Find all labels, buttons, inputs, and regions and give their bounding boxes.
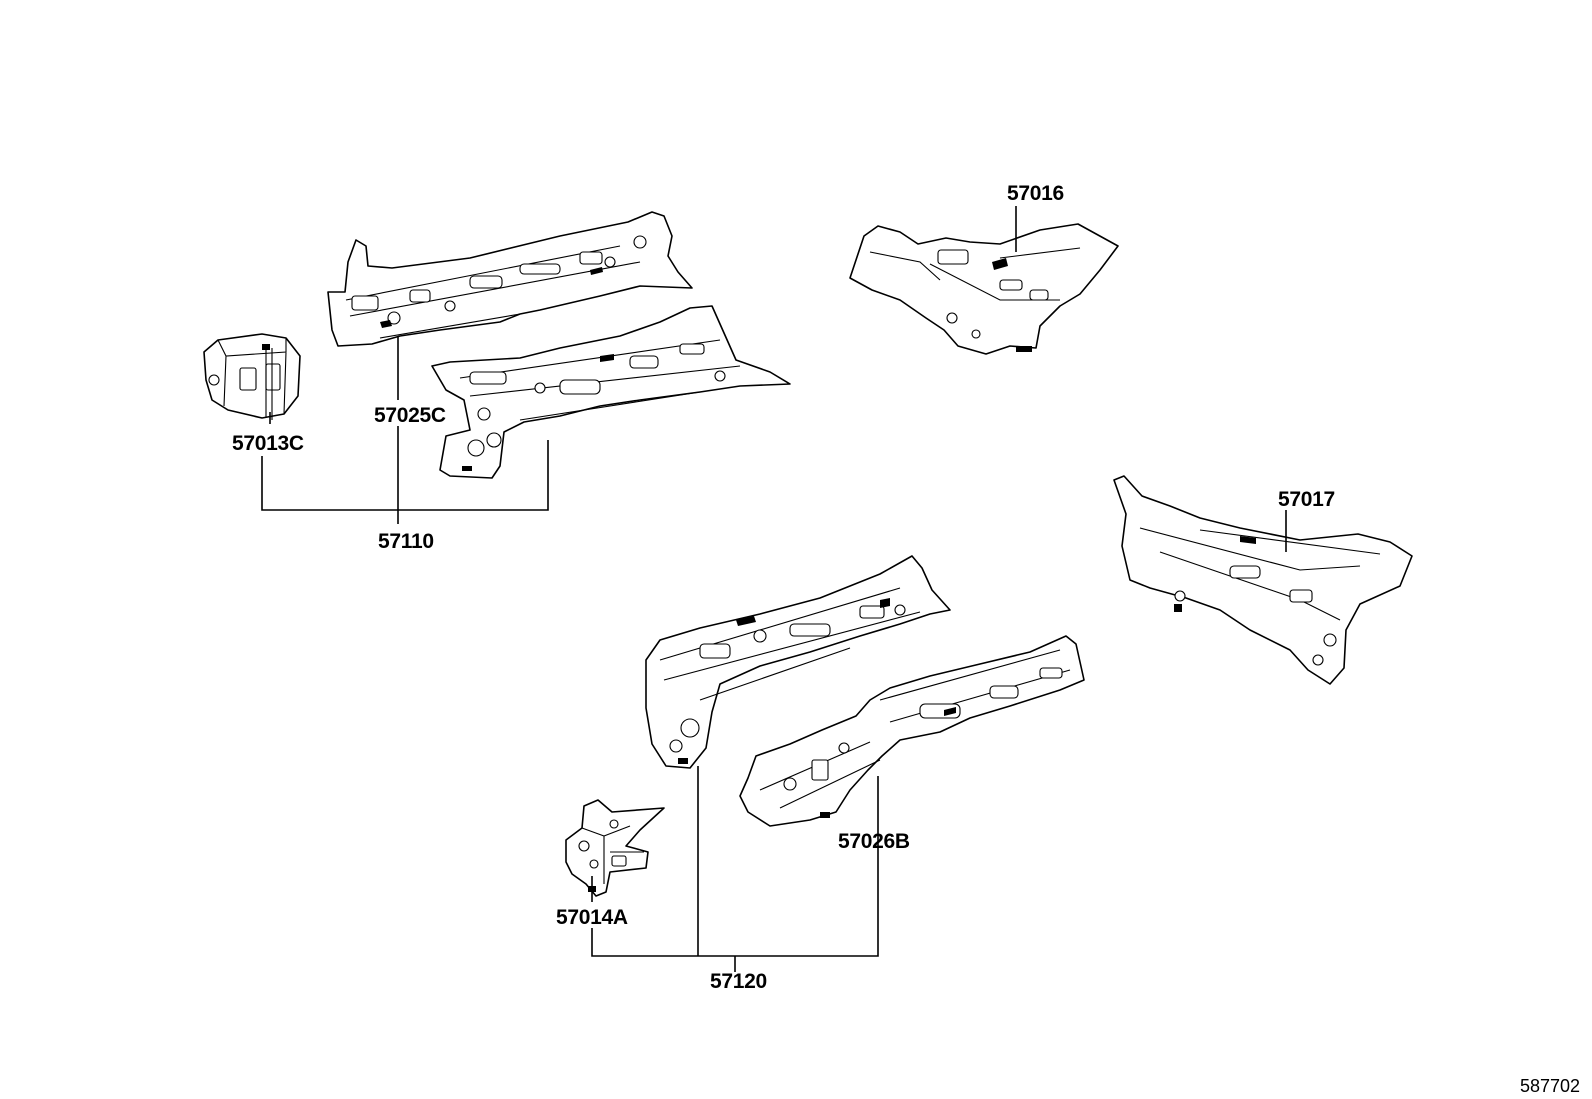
part-57026b-rail[interactable]	[739, 635, 1085, 827]
part-57014a-bracket[interactable]	[565, 799, 665, 897]
label-57120[interactable]: 57120	[710, 970, 767, 993]
part-57110-rail[interactable]	[431, 305, 791, 479]
label-57026b[interactable]: 57026B	[838, 830, 910, 853]
label-57110[interactable]: 57110	[378, 530, 434, 553]
leader-lines	[261, 206, 1287, 972]
label-57013c[interactable]: 57013C	[232, 432, 304, 455]
part-57120-rail[interactable]	[645, 555, 951, 769]
label-57025c[interactable]: 57025C	[374, 404, 446, 427]
part-57025c-rail[interactable]	[327, 211, 693, 347]
bracket-57110	[261, 440, 549, 511]
part-57017-rail[interactable]	[1113, 475, 1413, 685]
label-57014a[interactable]: 57014A	[556, 906, 628, 929]
label-57016[interactable]: 57016	[1007, 182, 1064, 205]
label-57017[interactable]: 57017	[1278, 488, 1335, 511]
part-57013c-bracket[interactable]	[203, 333, 301, 420]
figure-id: 587702	[1520, 1076, 1580, 1096]
part-57016-rail[interactable]	[849, 223, 1119, 355]
